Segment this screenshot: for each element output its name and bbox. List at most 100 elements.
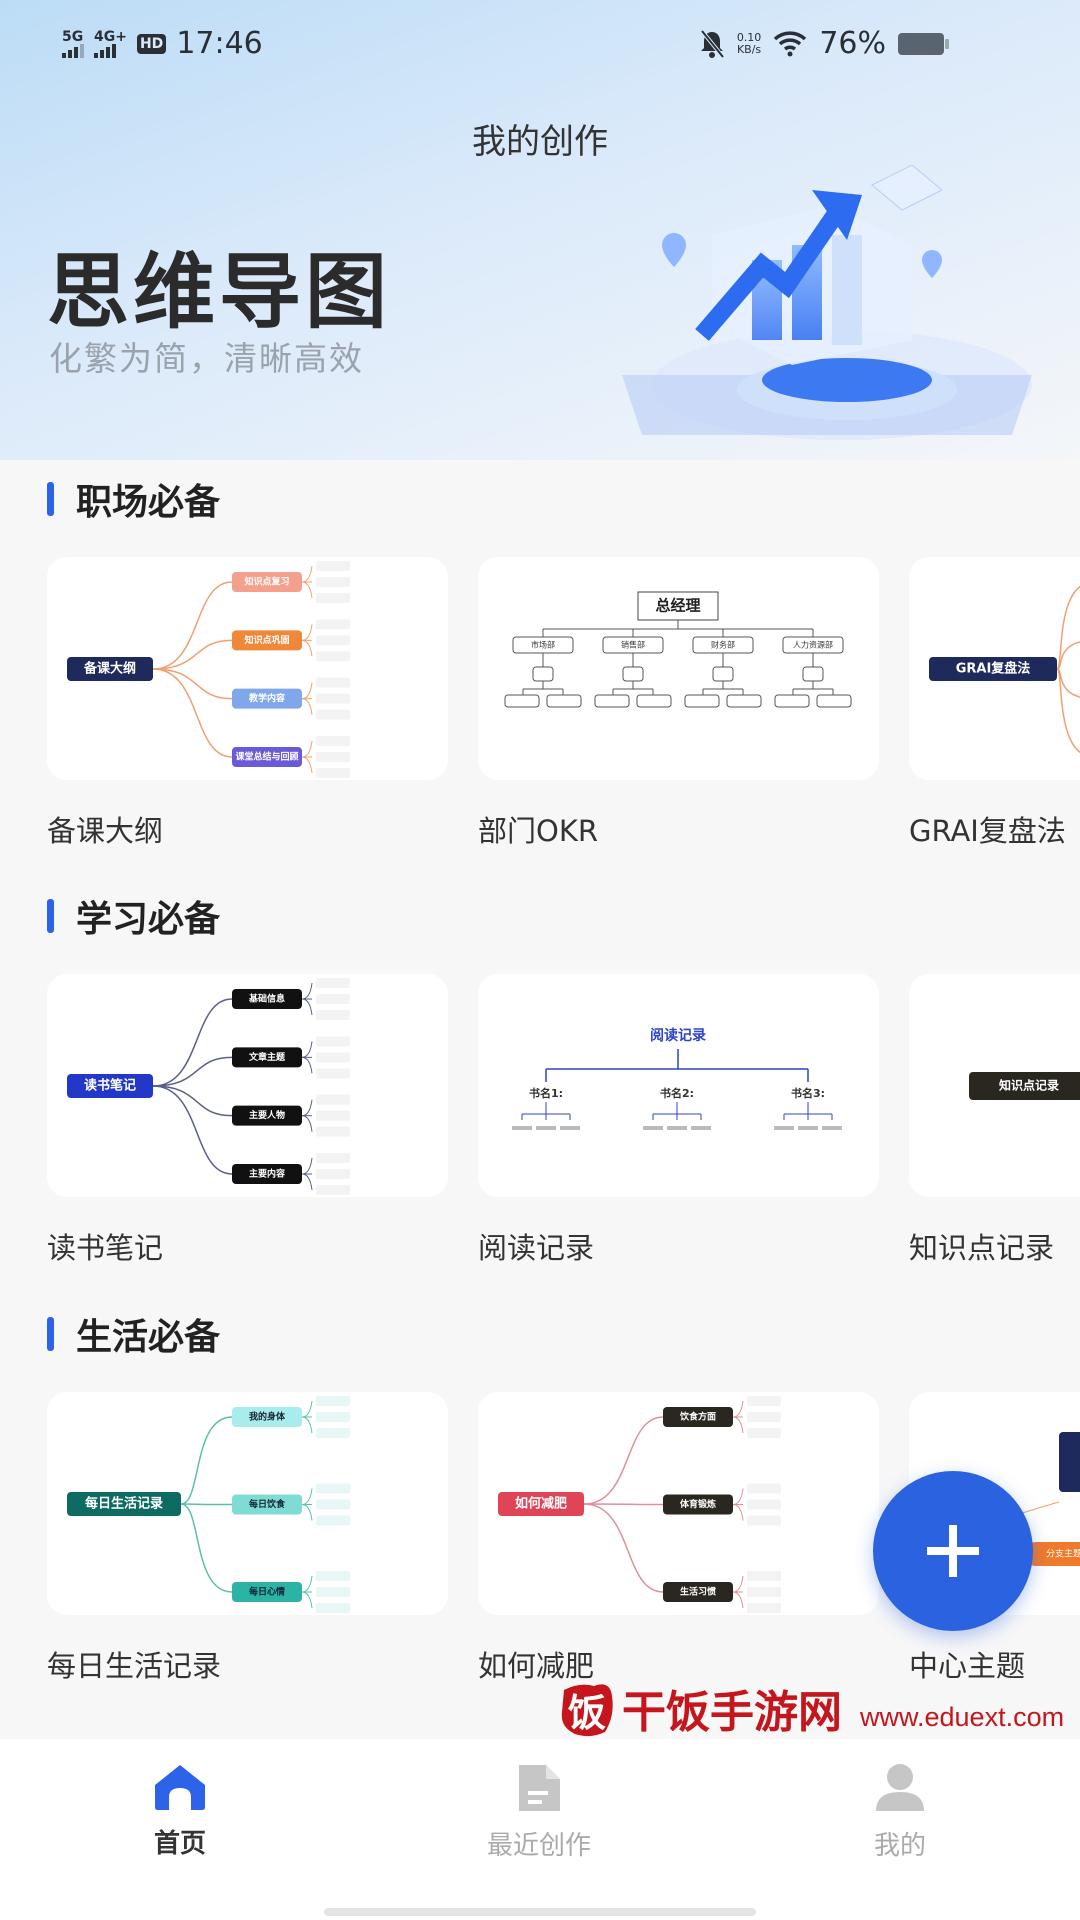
- leaf-node: [316, 994, 350, 1004]
- leaf-node: [546, 694, 582, 708]
- template-card[interactable]: 备课大纲知识点复习知识点巩固教学内容课堂总结与回顾备课大纲: [47, 557, 448, 847]
- leaf-line: [732, 1504, 744, 1521]
- leaf-line: [732, 1591, 744, 1609]
- leaf-node: [316, 1068, 350, 1079]
- section-accent-bar: [47, 482, 54, 516]
- leaf-node: [316, 577, 350, 587]
- branch-label: 知识点复习: [243, 576, 289, 588]
- template-label: 备课大纲: [47, 814, 164, 847]
- leaf-node: [691, 1126, 711, 1130]
- leaf-node: [774, 1126, 794, 1130]
- section-header: 学习必备: [47, 890, 220, 942]
- tab-mine[interactable]: 我的: [800, 1763, 1000, 1862]
- leaf-node: [316, 709, 350, 720]
- branch-label: 文章主题: [248, 1051, 286, 1063]
- home-indicator[interactable]: [324, 1908, 756, 1916]
- root-node-label: 总经理: [655, 597, 700, 615]
- leaf-node: [798, 1126, 818, 1130]
- section-header: 职场必备: [47, 473, 220, 525]
- branch-label: 每日心情: [249, 1586, 285, 1598]
- root-node-label: 备课大纲: [83, 661, 136, 677]
- hd-icon: HD: [136, 33, 167, 54]
- branch-label: 每日饮食: [249, 1498, 286, 1510]
- leaf-line: [301, 565, 313, 583]
- branch-line: [152, 639, 233, 670]
- leaf-line: [301, 1400, 313, 1418]
- leaf-node: [316, 1169, 350, 1179]
- branch-node: [663, 1582, 733, 1602]
- watermark-char: 饭: [568, 1691, 606, 1735]
- branch-line: [152, 1085, 233, 1117]
- template-carousel[interactable]: 读书笔记基础信息文章主题主要人物主要内容读书笔记阅读记录书名1:书名2:书名3:…: [47, 974, 1080, 1264]
- leaf-line: [301, 698, 313, 715]
- branch-label: 我的身体: [249, 1411, 286, 1423]
- template-card[interactable]: 读书笔记基础信息文章主题主要人物主要内容读书笔记: [47, 974, 448, 1264]
- template-thumbnail[interactable]: 知识点记录: [909, 974, 1080, 1197]
- template-thumbnail[interactable]: 总经理市场部销售部财务部人力资源部: [478, 557, 879, 780]
- leaf-node: [316, 1153, 350, 1163]
- root-node: [498, 1492, 584, 1516]
- leaf-line: [301, 581, 313, 599]
- tab-recent[interactable]: 最近创作: [439, 1763, 639, 1862]
- create-button[interactable]: [873, 1471, 1033, 1631]
- branch-node: [232, 1582, 302, 1602]
- leaf-node: [747, 1396, 781, 1406]
- root-node: [969, 1072, 1080, 1100]
- root-node: [67, 1074, 153, 1098]
- branch-label: 主要人物: [249, 1109, 285, 1121]
- branch-label: 课堂总结与回顾: [235, 751, 298, 763]
- template-card[interactable]: 总经理市场部销售部财务部人力资源部部门OKR: [478, 557, 879, 847]
- leaf-node: [816, 694, 852, 708]
- tab-home[interactable]: 首页: [80, 1763, 280, 1860]
- leaf-line: [301, 1591, 313, 1609]
- leaf-node: [512, 1126, 532, 1130]
- branch-line: [152, 1085, 233, 1175]
- leaf-node: [684, 694, 720, 708]
- template-thumbnail[interactable]: 每日生活记录我的身体每日饮食每日心情: [47, 1392, 448, 1615]
- template-card[interactable]: 如何减肥饮食方面体育锻炼生活习惯如何减肥: [478, 1392, 879, 1682]
- wifi-icon: [774, 30, 807, 56]
- leaf-line: [301, 1056, 313, 1074]
- leaf-node: [822, 1126, 842, 1130]
- branch-node: [512, 636, 574, 654]
- leaf-line: [301, 1173, 313, 1191]
- root-node-label: 如何减肥: [515, 1496, 567, 1512]
- branch-label: 知识点巩固: [243, 634, 289, 646]
- leaf-node: [726, 694, 762, 708]
- template-thumbnail[interactable]: 备课大纲知识点复习知识点巩固教学内容课堂总结与回顾: [47, 557, 448, 780]
- template-thumbnail[interactable]: 读书笔记基础信息文章主题主要人物主要内容: [47, 974, 448, 1197]
- battery-icon: [898, 32, 949, 55]
- branch-label: 书名2:: [660, 1086, 694, 1100]
- leaf-node: [316, 561, 350, 571]
- section-accent-bar: [47, 899, 54, 933]
- template-carousel[interactable]: 备课大纲知识点复习知识点巩固教学内容课堂总结与回顾备课大纲总经理市场部销售部财务…: [47, 557, 1080, 847]
- leaf-node: [643, 1126, 663, 1130]
- page-title: 我的创作: [472, 122, 608, 162]
- branch-line: [583, 1416, 664, 1505]
- hero-illustration: [622, 165, 1032, 440]
- template-thumbnail[interactable]: GRAI复盘法: [909, 557, 1080, 780]
- branch-line: [180, 1416, 233, 1505]
- template-card[interactable]: 知识点记录知识点记录: [909, 974, 1080, 1264]
- leaf-line: [301, 1488, 313, 1505]
- template-thumbnail[interactable]: 如何减肥饮食方面体育锻炼生活习惯: [478, 1392, 879, 1615]
- branch-line: [152, 1056, 233, 1087]
- leaf-node: [316, 978, 350, 988]
- template-card[interactable]: 每日生活记录我的身体每日饮食每日心情每日生活记录: [47, 1392, 448, 1682]
- branch-node: [782, 636, 844, 654]
- sub-node: [802, 666, 824, 682]
- root-node: [637, 591, 719, 621]
- template-thumbnail[interactable]: 阅读记录书名1:书名2:书名3:: [478, 974, 879, 1197]
- branch-line: [1056, 641, 1080, 670]
- branch-line: [583, 1503, 664, 1593]
- leaf-node: [316, 1499, 350, 1510]
- template-card[interactable]: 阅读记录书名1:书名2:书名3:阅读记录: [478, 974, 879, 1264]
- tab-label: 最近创作: [486, 1831, 591, 1861]
- branch-label: 市场部: [531, 640, 555, 650]
- branch-line: [152, 668, 233, 700]
- connector: [792, 629, 834, 695]
